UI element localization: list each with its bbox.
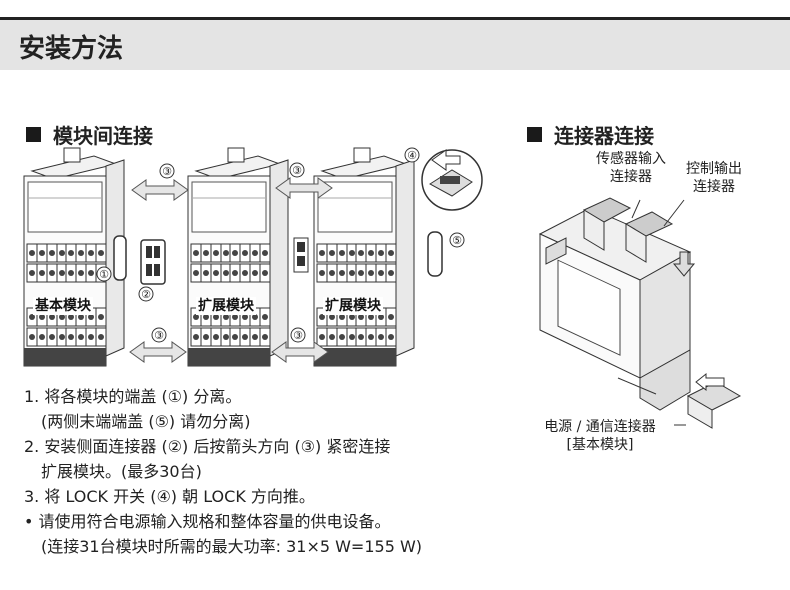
step-1-note: (两侧末端端盖 (⑤) 请勿分离) [41, 412, 251, 431]
push-arrow-top-left [131, 179, 189, 201]
module-connection-heading: 模块间连接 [26, 120, 153, 149]
end-cover-right [427, 231, 443, 277]
callout-3d: ③ [293, 329, 303, 342]
power-label-line-2: [基本模块] [566, 437, 634, 453]
step-2-cont: 扩展模块。(最多30台) [41, 462, 202, 481]
step-1: 1. 将各模块的端盖 (①) 分离。 [24, 387, 242, 406]
expansion-module-label-1: 扩展模块 [196, 297, 256, 315]
sensor-label-line-1: 传感器输入 [596, 151, 666, 167]
callout-3c: ③ [154, 329, 164, 342]
side-connector [140, 239, 166, 285]
callout-3a: ③ [162, 165, 172, 178]
push-arrow-top-right [275, 177, 333, 199]
connector-connection-heading: 连接器连接 [527, 120, 654, 149]
end-cover-left [113, 235, 127, 281]
lock-switch-detail [421, 149, 483, 211]
power-label-line-1: 电源 / 通信连接器 [544, 419, 656, 435]
step-3: 3. 将 LOCK 开关 (④) 朝 LOCK 方向推。 [24, 487, 315, 506]
page-title: 安装方法 [19, 34, 124, 64]
bullet-square-icon [26, 127, 41, 142]
basic-module-label: 基本模块 [33, 297, 93, 315]
sensor-label-line-2: 连接器 [610, 169, 652, 185]
top-rule [0, 17, 790, 20]
control-label-line-1: 控制输出 [686, 161, 742, 177]
sensor-input-connector-label: 传感器输入 连接器 [586, 150, 676, 186]
step-2: 2. 安装侧面连接器 (②) 后按箭头方向 (③) 紧密连接 [24, 437, 391, 456]
push-arrow-bottom-left [129, 341, 187, 363]
callout-4: ④ [407, 149, 417, 162]
callout-1: ① [99, 268, 109, 281]
power-comm-connector-label: 电源 / 通信连接器 [基本模块] [526, 418, 674, 454]
control-output-connector-label: 控制输出 连接器 [678, 160, 750, 196]
control-label-line-2: 连接器 [693, 179, 735, 195]
callout-3b: ③ [292, 164, 302, 177]
callout-5: ⑤ [452, 234, 462, 247]
power-note: • 请使用符合电源输入规格和整体容量的供电设备。 [24, 512, 391, 531]
basic-module [24, 148, 124, 366]
push-arrow-bottom-right [271, 341, 329, 363]
installation-steps: 1. 将各模块的端盖 (①) 分离。 (两侧末端端盖 (⑤) 请勿分离) 2. … [24, 384, 422, 559]
power-note-detail: (连接31台模块时所需的最大功率: 31×5 W=155 W) [41, 537, 423, 556]
expansion-module-1 [188, 148, 288, 366]
bullet-square-icon [527, 127, 542, 142]
side-connector-mounted [293, 237, 309, 273]
expansion-module-label-2: 扩展模块 [323, 297, 383, 315]
callout-2: ② [141, 288, 151, 301]
section-header: 安装方法 [0, 20, 790, 70]
module-connection-title: 模块间连接 [53, 124, 153, 148]
connector-connection-title: 连接器连接 [554, 124, 654, 148]
connector-unit-illustration [538, 197, 742, 429]
expansion-module-2 [314, 148, 414, 366]
